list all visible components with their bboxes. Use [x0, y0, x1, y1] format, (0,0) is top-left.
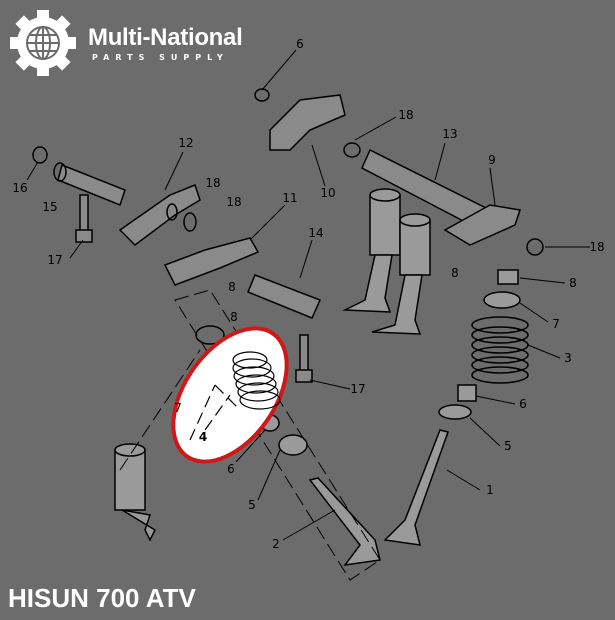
- callout-part-5: 5: [504, 439, 512, 453]
- callout-part-18: 18: [589, 240, 605, 254]
- valve-lifter-lower: [114, 443, 156, 542]
- callout-part-6: 6: [296, 37, 304, 51]
- callout-part-15: 15: [42, 200, 58, 214]
- model-label: HISUN 700 ATV: [8, 583, 196, 613]
- valve-spring-4: [189, 351, 281, 441]
- callout-part-4: 4: [198, 430, 208, 444]
- valve-lifters-upper: [342, 188, 431, 335]
- callout-part-5: 5: [248, 498, 256, 512]
- spring-seat-5: [438, 404, 472, 420]
- callout-part-6: 6: [227, 462, 235, 476]
- callout-part-12: 12: [178, 136, 194, 150]
- brand-tagline: PARTS SUPPLY: [92, 53, 229, 62]
- callout-part-8: 8: [230, 310, 238, 324]
- callout-part-1: 1: [486, 483, 494, 497]
- valve-spring-3: [471, 316, 529, 384]
- o-ring-6-top: [254, 88, 270, 102]
- rocker-shaft-14: [247, 274, 322, 319]
- callout-part-18: 18: [226, 195, 242, 209]
- rocker-arm-10: [269, 94, 346, 151]
- company-logo: Multi-National PARTS SUPPLY: [8, 8, 298, 78]
- valve-seal-6: [457, 384, 477, 402]
- rocker-arm-11: [163, 237, 260, 286]
- valve-2: [308, 477, 381, 566]
- callout-part-3: 3: [564, 351, 572, 365]
- o-ring-16: [32, 146, 48, 164]
- retainer-8-lower: [195, 325, 225, 345]
- bolt-17-left: [75, 194, 93, 243]
- callout-part-13: 13: [442, 127, 458, 141]
- callout-part-9: 9: [488, 153, 496, 167]
- highlighted-part-4[interactable]: [150, 308, 310, 482]
- callout-part-14: 14: [308, 226, 324, 240]
- gear-globe-icon: [10, 10, 76, 76]
- callout-part-10: 10: [320, 186, 336, 200]
- callout-part-17: 17: [47, 253, 63, 267]
- callout-part-18: 18: [398, 108, 414, 122]
- bolt-17-center: [295, 334, 313, 383]
- callout-part-16: 16: [12, 181, 28, 195]
- rocker-shaft-left: [53, 162, 126, 206]
- rocker-arm-12: [118, 184, 201, 246]
- callout-part-7: 7: [552, 317, 560, 331]
- callout-part-8: 8: [228, 280, 236, 294]
- callout-part-17: 17: [350, 382, 366, 396]
- spring-retainer-7: [483, 291, 521, 309]
- brand-name: Multi-National: [88, 24, 243, 51]
- callout-part-11: 11: [282, 191, 298, 205]
- callout-part-7: 7: [174, 401, 182, 415]
- valve-cotter-8: [497, 269, 519, 285]
- callout-part-18: 18: [205, 176, 221, 190]
- callout-part-8: 8: [451, 266, 459, 280]
- valve-1: [383, 429, 449, 546]
- rocker-arm-9: [443, 204, 521, 246]
- callout-part-6: 6: [519, 397, 527, 411]
- callout-part-2: 2: [272, 537, 280, 551]
- callout-part-8: 8: [569, 276, 577, 290]
